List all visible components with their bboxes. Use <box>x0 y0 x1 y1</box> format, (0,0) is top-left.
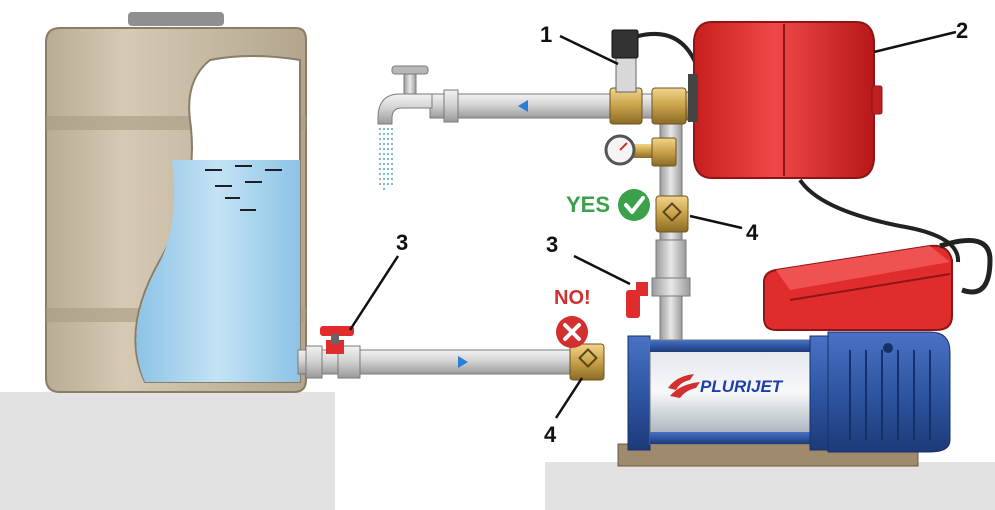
callout-3-outlet-valve: 3 <box>546 232 558 257</box>
flow-arrow-suction <box>458 356 468 368</box>
outlet-valve <box>626 282 648 318</box>
callout-4-suction-check-valve: 4 <box>544 422 557 447</box>
pump: PLURIJET <box>627 331 951 453</box>
control-box <box>763 237 993 331</box>
no-label: NO! <box>554 287 591 309</box>
no-tag: NO! <box>554 287 591 348</box>
inlet-valve <box>320 326 354 354</box>
ground-left <box>0 392 335 510</box>
flow-arrow-tap <box>518 100 528 112</box>
water-fill <box>136 160 300 382</box>
expansion-tank <box>688 21 961 263</box>
pressure-switch <box>611 29 698 93</box>
yes-label: YES <box>566 192 610 217</box>
ground-right <box>545 462 995 510</box>
callout-3-inlet-valve: 3 <box>396 230 408 255</box>
pressure-gauge <box>604 134 677 167</box>
water-tap <box>377 65 433 190</box>
tap-pipe <box>429 87 701 125</box>
callout-4-discharge-check-valve: 4 <box>746 220 759 245</box>
storage-tank <box>45 12 307 393</box>
check-valve-suction <box>569 343 605 381</box>
check-valve-discharge <box>655 195 689 233</box>
pump-brand-label: PLURIJET <box>700 377 784 396</box>
check-icon <box>618 189 650 221</box>
yes-tag: YES <box>566 189 650 221</box>
leader-lines <box>348 30 957 419</box>
suction-pipe <box>297 345 599 379</box>
callout-2-expansion-tank: 2 <box>956 18 968 43</box>
callout-1-pressure-switch: 1 <box>540 22 552 47</box>
